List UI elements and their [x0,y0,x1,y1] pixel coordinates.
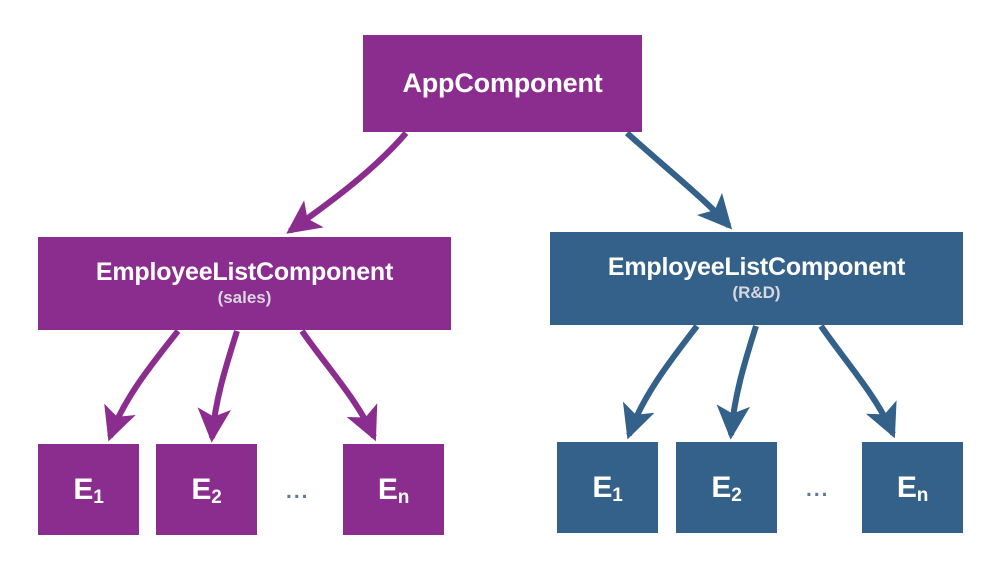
node-app-component[interactable]: AppComponent [363,35,642,132]
node-rnd-employee-2[interactable]: E2 [676,442,777,533]
node-sales-employee-n-label: En [377,473,410,508]
edge-sales-to-leaf-n [299,329,378,442]
edge-rnd-to-leaf-1 [622,324,700,440]
edge-rnd-to-leaf-n [818,324,897,439]
node-employee-list-sales[interactable]: EmployeeListComponent (sales) [38,237,451,330]
leaf-letter: E [896,471,917,504]
leaf-letter: E [73,473,94,506]
node-employee-list-sales-label: EmployeeListComponent [95,257,394,286]
node-rnd-employee-n[interactable]: En [862,442,963,533]
node-employee-list-sales-sublabel: (sales) [217,288,272,308]
node-sales-employee-1[interactable]: E1 [38,444,139,535]
edge-root-to-sales [286,131,409,234]
edge-sales-to-leaf-2 [197,330,240,443]
node-rnd-employee-1-label: E1 [592,471,623,506]
leaf-subscript: n [397,487,410,508]
node-rnd-employee-n-label: En [896,471,929,506]
leaf-letter: E [377,473,398,506]
node-sales-employee-2-label: E2 [191,473,222,508]
leaf-subscript: n [916,485,929,506]
node-sales-employee-n[interactable]: En [343,444,444,535]
leaf-letter: E [191,473,212,506]
sales-leaves-ellipsis: ... [286,480,310,503]
node-employee-list-rnd-label: EmployeeListComponent [607,252,906,281]
edge-root-to-rnd [624,130,733,230]
node-employee-list-rnd-sublabel: (R&D) [732,283,781,303]
leaf-letter: E [711,471,732,504]
node-rnd-employee-2-label: E2 [711,471,742,506]
rnd-leaves-ellipsis: ... [806,478,830,501]
node-sales-employee-1-label: E1 [73,473,104,508]
leaf-subscript: 1 [612,485,623,506]
node-app-component-label: AppComponent [402,67,603,98]
node-employee-list-rnd[interactable]: EmployeeListComponent (R&D) [550,232,963,325]
leaf-subscript: 1 [93,487,104,508]
leaf-subscript: 2 [731,485,742,506]
leaf-subscript: 2 [211,487,222,508]
edge-rnd-to-leaf-2 [716,325,759,440]
node-rnd-employee-1[interactable]: E1 [557,442,658,533]
edge-sales-to-leaf-1 [104,329,181,442]
leaf-letter: E [592,471,613,504]
node-sales-employee-2[interactable]: E2 [156,444,257,535]
